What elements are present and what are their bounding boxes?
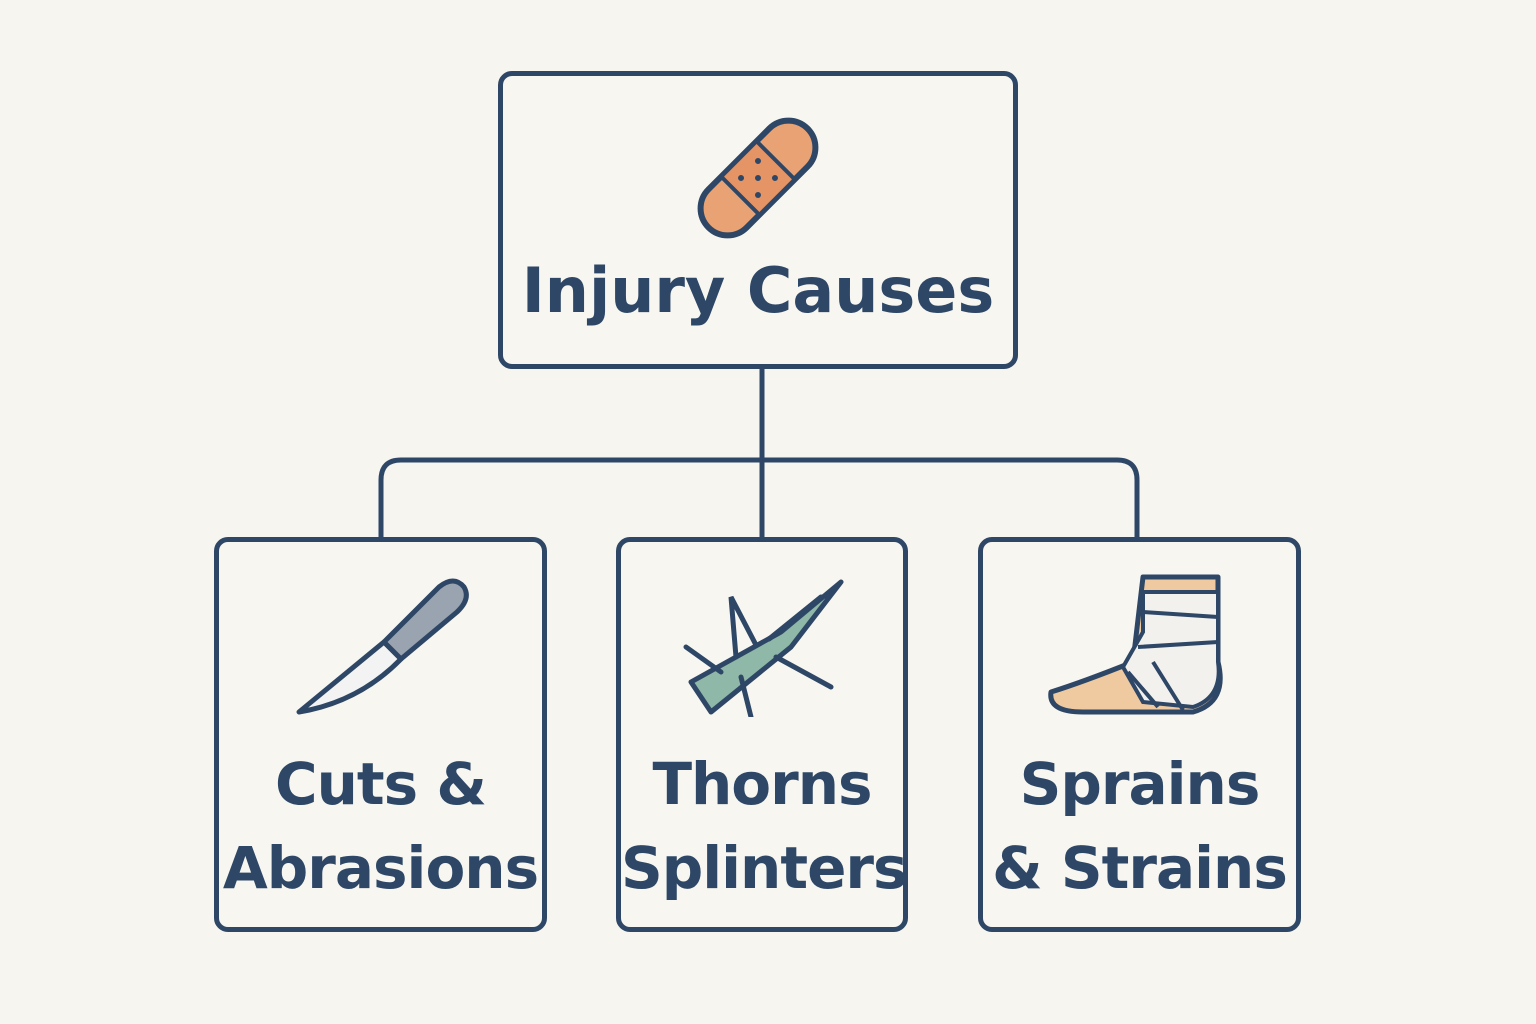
node-label-line1: Cuts & <box>275 750 487 818</box>
node-sprains-strains: Sprains & Strains <box>978 537 1301 932</box>
node-cuts-abrasions: Cuts & Abrasions <box>214 537 547 932</box>
root-label: Injury Causes <box>521 254 995 327</box>
node-thorns-splinters: Thorns Splinters <box>616 537 908 932</box>
knife-icon <box>296 578 469 715</box>
node-label-line2: Abrasions <box>222 834 539 902</box>
node-label-line1: Thorns <box>652 750 872 818</box>
bandaged-foot-icon <box>1048 574 1223 715</box>
node-label-line2: & Strains <box>992 834 1288 902</box>
root-node: Injury Causes <box>498 71 1018 369</box>
thorn-branch-icon <box>683 579 844 717</box>
bandage-icon <box>697 117 819 239</box>
node-label-line2: Splinters <box>621 834 908 902</box>
node-label-line1: Sprains <box>1019 750 1261 818</box>
